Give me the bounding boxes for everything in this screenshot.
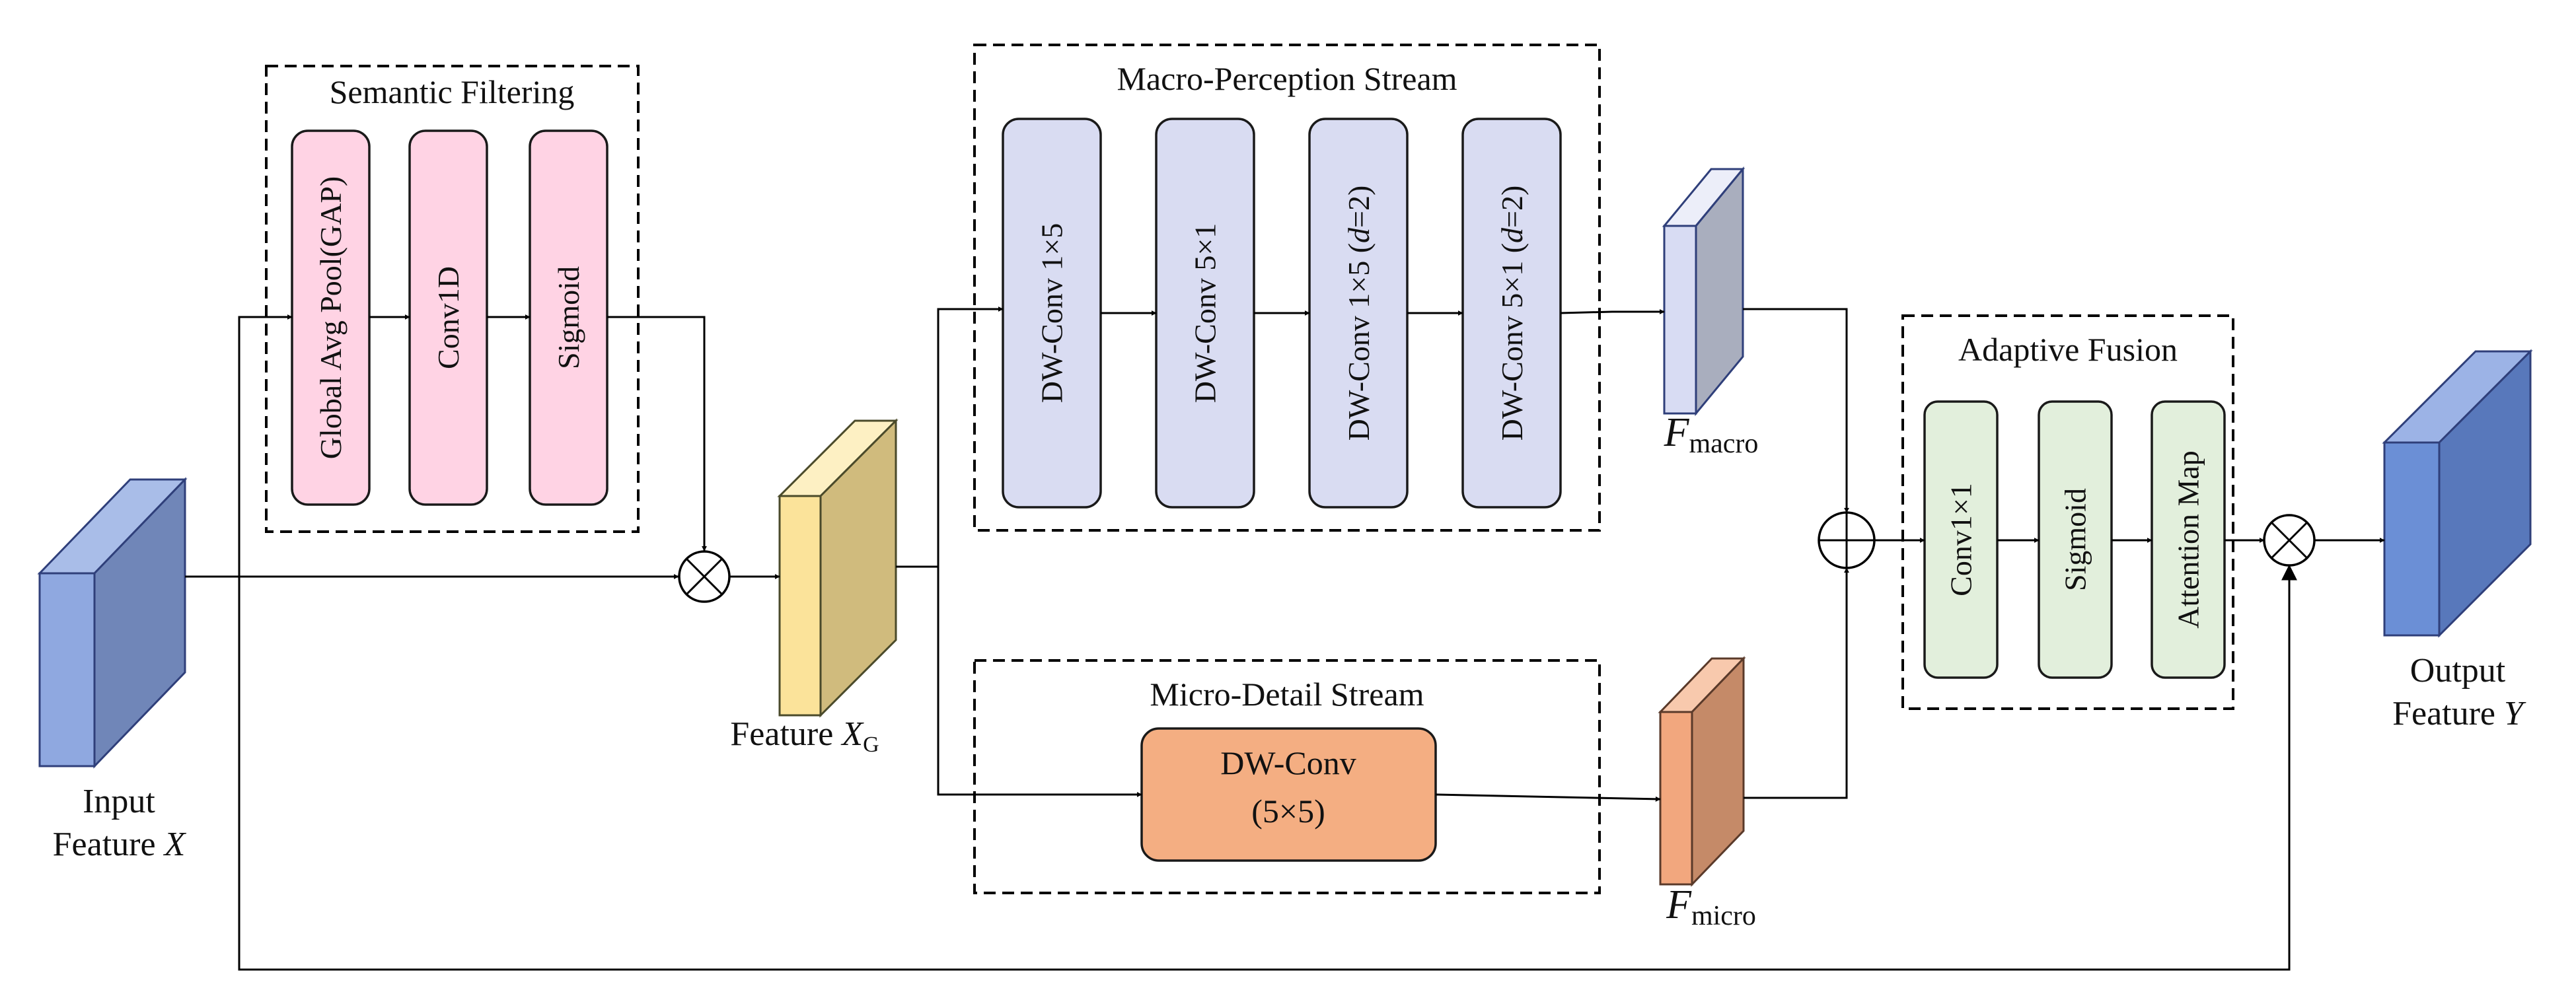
feature-xg-label: Feature XG bbox=[730, 715, 879, 757]
macro-stream-title: Macro-Perception Stream bbox=[1117, 60, 1457, 97]
sigmoid-to-multiply-arrow bbox=[607, 316, 707, 551]
add-operator bbox=[1818, 511, 1876, 569]
xg-to-micro-arrow bbox=[937, 567, 1142, 797]
input-feature-label-line1: Input bbox=[83, 783, 155, 820]
semantic-filtering-title: Semantic Filtering bbox=[330, 73, 575, 110]
dwconv-5x1-dilated-label: DW-Conv 5×1 (d=2) bbox=[1495, 186, 1529, 441]
output-feature-label-line2: Feature Y bbox=[2392, 695, 2526, 732]
f-micro-block bbox=[1658, 656, 1746, 887]
semantic-filtering-group bbox=[265, 65, 640, 533]
micro-stream-group bbox=[973, 659, 1601, 894]
micro-block-front bbox=[1659, 711, 1693, 886]
xg-block-front bbox=[778, 495, 822, 717]
feature-xg-block bbox=[777, 418, 899, 718]
dwconv-1x5-label: DW-Conv 1×5 bbox=[1035, 223, 1069, 404]
input-to-gap-arrow bbox=[238, 314, 293, 577]
multiply-operator-2 bbox=[2263, 514, 2316, 567]
attention-map-label: Attention Map bbox=[2172, 450, 2205, 629]
input-feature-label-line2: Feature X bbox=[53, 826, 187, 863]
macro-to-fmacro-arrow bbox=[1560, 309, 1665, 314]
adaptive-fusion-group bbox=[1901, 314, 2234, 710]
conv1x1-label: Conv1×1 bbox=[1944, 483, 1978, 596]
dwconv-1x5-dilated-label: DW-Conv 1×5 (d=2) bbox=[1342, 186, 1376, 441]
input-skip-connection bbox=[238, 564, 2297, 971]
micro-stream-title: Micro-Detail Stream bbox=[1150, 676, 1424, 713]
connectors bbox=[185, 306, 2385, 971]
output-block-front bbox=[2383, 441, 2441, 637]
multiply-operator-1 bbox=[678, 550, 731, 603]
f-micro-label: Fmicro bbox=[1666, 882, 1756, 931]
dwconv-5x1-label: DW-Conv 5×1 bbox=[1189, 223, 1222, 404]
xg-to-macro-arrow bbox=[896, 306, 1004, 568]
gap-label: Global Avg Pool(GAP) bbox=[314, 176, 348, 460]
output-feature-block bbox=[2382, 349, 2533, 638]
sigmoid-fusion-label: Sigmoid bbox=[2059, 488, 2092, 591]
input-block-front bbox=[38, 572, 96, 767]
conv1d-label: Conv1D bbox=[431, 266, 465, 369]
input-feature-block bbox=[37, 477, 188, 769]
output-feature-label-line1: Output bbox=[2410, 652, 2506, 690]
f-macro-block bbox=[1662, 166, 1746, 417]
adaptive-fusion-title: Adaptive Fusion bbox=[1958, 331, 2178, 368]
f-macro-label: Fmacro bbox=[1664, 410, 1759, 459]
dwconv-5x5-label-line2: (5×5) bbox=[1251, 793, 1325, 830]
macro-block-front bbox=[1663, 225, 1697, 415]
sigmoid-semantic-label: Sigmoid bbox=[552, 266, 585, 369]
dwconv-5x5-label-line1: DW-Conv bbox=[1220, 744, 1356, 781]
fmacro-to-add-arrow bbox=[1743, 308, 1849, 513]
fmicro-to-add-arrow bbox=[1744, 567, 1849, 799]
micro-to-fmicro-arrow bbox=[1435, 793, 1661, 802]
